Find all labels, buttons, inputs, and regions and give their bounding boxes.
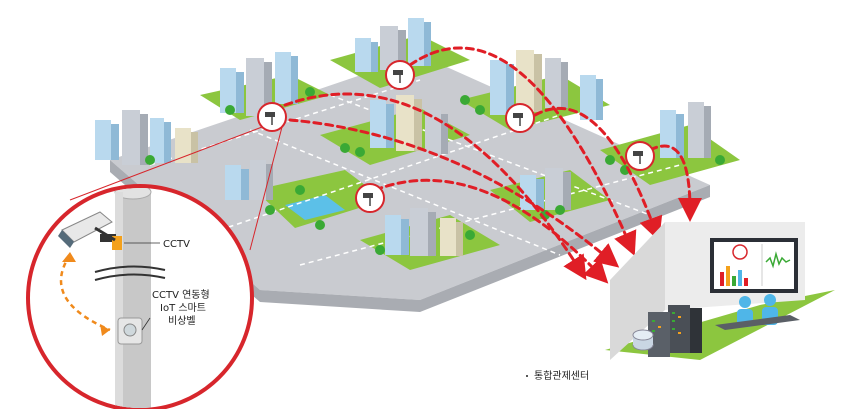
cctv-camera-icon [58,211,122,250]
bell-label-line3: 비상벨 [168,315,196,327]
bell-label-line1: CCTV 연동형 [152,289,210,301]
buildings [95,18,711,256]
cctv-camera-icon [363,193,373,198]
cctv-camera-icon [393,70,403,75]
screen-camera-icon [732,244,748,260]
arrow-from-cam-3 [533,106,663,242]
cctv-camera-icon [633,151,643,156]
arrow-from-cam-5 [373,178,609,284]
camera-badge-3 [505,103,535,133]
arrow-from-cam-2 [408,46,637,257]
zoom-connector [69,126,283,251]
camera-badges [257,60,655,213]
detail-callout: CCTV CCTV 연동형 IoT 스마트 비상벨 [26,184,254,412]
screen-waveform [765,251,791,269]
arrow-from-cam-6 [288,118,620,268]
server-rack-icon [632,305,702,357]
control-wall-left [610,222,665,360]
cctv-label: CCTV [163,239,190,250]
cctv-camera-icon [265,112,275,117]
camera-badge-2 [385,60,415,90]
bell-label-line2: IoT 스마트 [160,302,206,314]
pond [285,195,345,220]
arrow-from-cam-4 [648,144,702,222]
emergency-bell-icon [117,317,143,345]
arrow-from-cam-1 [283,92,587,281]
control-center: 통합관제센터 [526,222,835,382]
cctv-camera-icon [513,113,523,118]
control-center-label: 통합관제센터 [534,370,589,382]
camera-badge-1 [257,102,287,132]
camera-badge-4 [625,141,655,171]
link-arrow [59,254,111,332]
signal-arrows [283,46,702,284]
camera-badge-5 [355,183,385,213]
